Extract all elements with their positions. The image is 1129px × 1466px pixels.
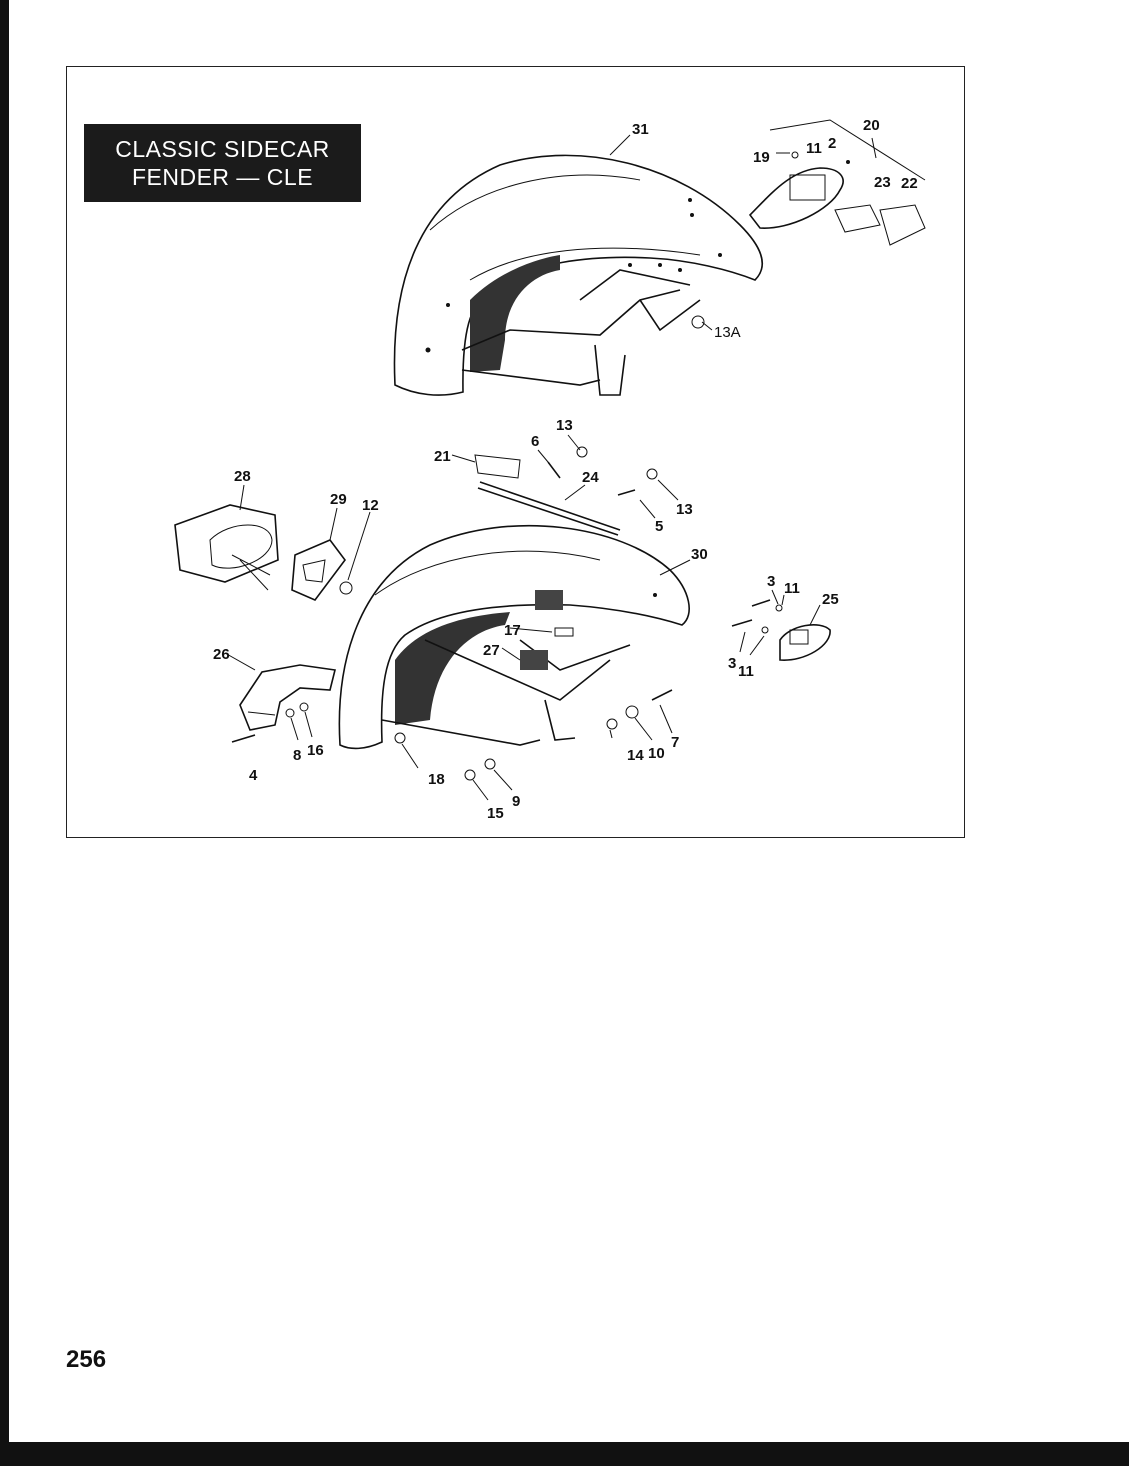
callout-10: 10 — [648, 745, 665, 762]
bracket-26 — [231, 664, 336, 743]
callout-15: 15 — [487, 805, 504, 822]
callout-16: 16 — [307, 742, 324, 759]
callout-7: 7 — [671, 734, 679, 751]
scan-edge-bottom — [0, 1442, 1129, 1466]
callout-3-top: 3 — [767, 573, 775, 590]
callout-24: 24 — [582, 469, 599, 486]
callout-labels: 31 20 19 11 2 23 22 13A 13 6 21 24 13 5 … — [213, 117, 918, 822]
title-line-2: FENDER — CLE — [131, 164, 314, 190]
callout-26: 26 — [213, 646, 230, 663]
callout-4: 4 — [249, 767, 258, 784]
callout-22: 22 — [901, 175, 918, 192]
callout-14: 14 — [627, 747, 644, 764]
callout-25: 25 — [822, 591, 839, 608]
callout-23: 23 — [874, 174, 891, 191]
callout-8: 8 — [293, 747, 301, 764]
callout-9: 9 — [512, 793, 520, 810]
callout-28: 28 — [234, 468, 251, 485]
callout-30: 30 — [691, 546, 708, 563]
diagram-title: CLASSIC SIDECAR FENDER — CLE — [84, 124, 361, 202]
callout-11-right: 11 — [784, 580, 800, 597]
callout-2: 2 — [828, 135, 836, 152]
right-hardware — [464, 599, 831, 781]
lower-fender-30 — [338, 524, 690, 750]
callout-31: 31 — [632, 121, 649, 138]
callout-21: 21 — [434, 448, 451, 465]
callout-13-center: 13 — [556, 417, 573, 434]
reflector-assembly-20 — [691, 119, 926, 329]
callout-29: 29 — [330, 491, 347, 508]
callout-5: 5 — [655, 518, 663, 535]
callout-20: 20 — [863, 117, 880, 134]
callout-17: 17 — [504, 622, 521, 639]
leader-lines — [224, 134, 877, 801]
callout-13a: 13A — [714, 324, 741, 341]
callout-13-right: 13 — [676, 501, 693, 518]
page-number: 256 — [66, 1346, 107, 1373]
callout-11-top: 11 — [806, 140, 822, 157]
center-hardware — [474, 446, 658, 536]
callout-12: 12 — [362, 497, 379, 514]
callout-6: 6 — [531, 433, 539, 450]
upper-fender-31 — [393, 154, 764, 396]
tail-lamp-28 — [174, 504, 353, 601]
callout-19: 19 — [753, 149, 770, 166]
callout-11-bottom: 11 — [738, 663, 754, 680]
scan-edge-left — [0, 0, 9, 1442]
callout-18: 18 — [428, 771, 445, 788]
callout-27: 27 — [483, 642, 500, 659]
callout-3-bottom: 3 — [728, 655, 736, 672]
title-line-1: CLASSIC SIDECAR — [115, 136, 330, 162]
